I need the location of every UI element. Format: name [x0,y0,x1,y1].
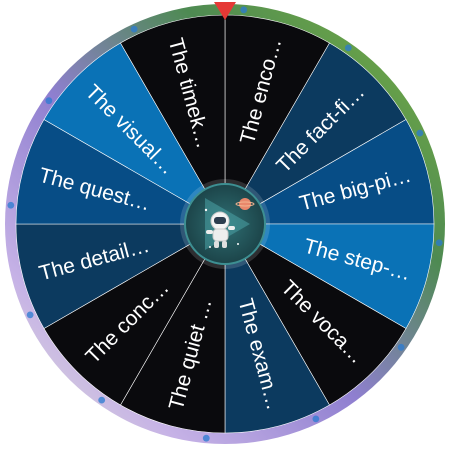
wheel-segment[interactable] [43,42,226,225]
rim-dot [98,396,106,404]
wheel-segments[interactable] [15,14,435,434]
wheel-segment[interactable] [223,223,435,329]
rim-dot [312,415,320,423]
wheel-hub[interactable] [180,179,270,269]
astronaut-icon [204,198,255,248]
wheel-segment[interactable] [224,42,407,225]
wheel-segment[interactable] [15,119,227,225]
rim-dot [344,44,352,52]
pointer-icon [214,2,236,20]
rim-dot [130,25,138,33]
rim-dot [397,343,405,351]
wheel-segment[interactable] [120,14,226,226]
rim-dot [26,311,34,319]
wheel-segment[interactable] [120,222,226,434]
rim-dot [240,6,248,14]
wheel-segment[interactable] [224,14,330,226]
wheel-segment[interactable] [15,223,227,329]
rim-dot [7,201,15,209]
wheel-segment[interactable] [224,223,407,406]
rim-dot [202,434,210,442]
rim-dots [7,6,443,442]
wheel-segment[interactable] [223,119,435,225]
wheel-segment[interactable] [224,222,330,434]
wheel-segment[interactable] [43,223,226,406]
rim-dot [416,129,424,137]
rim-dot [45,97,53,105]
rim-dot [435,239,443,247]
